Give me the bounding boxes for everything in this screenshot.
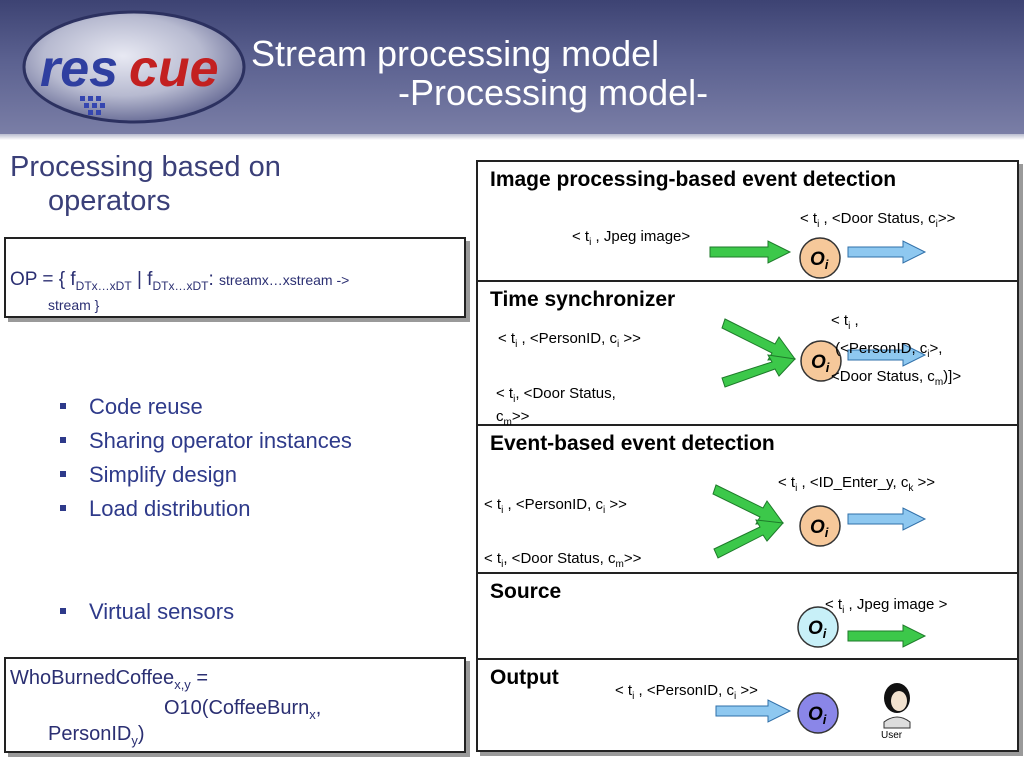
operator-node: Oi [797, 692, 839, 734]
panel-diagram: Oi [715, 692, 839, 734]
who-line3: PersonIDy) [48, 723, 145, 748]
input-arrow-upper [712, 484, 784, 525]
panel-title: Output [490, 666, 559, 689]
output-label: < ti , <ID_Enter_y, ck >> [778, 474, 936, 494]
panel-diagram: Oi [712, 484, 927, 559]
op-definition-line1: OP = { fDTx…xDT | fDTx…xDT: streamx…xstr… [10, 269, 350, 293]
panel-image-processing: Image processing-based event detection O… [478, 162, 1017, 282]
svg-text:Oi: Oi [808, 618, 827, 641]
svg-text:res: res [40, 40, 118, 98]
svg-text:cue: cue [129, 40, 219, 98]
header-shadow [0, 134, 1024, 140]
virtual-sensor-example-box: WhoBurnedCoffeex,y = O10(CoffeeBurnx, Pe… [4, 657, 466, 753]
svg-text:Oi: Oi [811, 352, 830, 375]
input-label-person: < ti , <PersonID, ci >> [498, 330, 641, 350]
panel-title: Time synchronizer [490, 288, 676, 311]
operator-node: Oi [799, 505, 841, 547]
operator-node: Oi [797, 606, 839, 648]
panel-title: Image processing-based event detection [490, 168, 897, 191]
output-arrow [847, 624, 927, 648]
header-banner: res cue Stream processing model -Process… [0, 0, 1024, 134]
output-arrow [847, 343, 927, 367]
panel-title: Source [490, 580, 562, 603]
input-label-door: < ti, <Door Status,cm>> [496, 385, 616, 428]
input-label-person: < ti , <PersonID, ci >> [484, 496, 627, 516]
input-arrow-lower [721, 354, 797, 388]
op-definition-box: OP = { fDTx…xDT | fDTx…xDT: streamx…xstr… [4, 237, 466, 318]
panel-title: Event-based event detection [490, 432, 775, 455]
bullet-virtual-sensors: Virtual sensors [60, 599, 234, 625]
rescue-logo: res cue [22, 10, 246, 124]
operator-node: Oi [799, 237, 841, 279]
section-heading: Processing based on operators [10, 150, 450, 218]
svg-text:Oi: Oi [810, 517, 829, 540]
input-label: < ti , Jpeg image> [572, 228, 691, 248]
input-arrow [715, 699, 792, 723]
panel-event-based-detection: Event-based event detection Oi < ti , <P… [478, 426, 1017, 574]
panel-source: Source Oi < ti , Jpeg image > [478, 574, 1017, 660]
bullet-load-distribution: Load distribution [60, 496, 250, 522]
section-heading-line1: Processing based on [10, 151, 281, 183]
panel-diagram: Oi [709, 237, 927, 279]
output-label: < ti , <Door Status, ci>> [800, 210, 956, 230]
user-icon: User [881, 683, 911, 740]
bullet-code-reuse: Code reuse [60, 394, 203, 420]
bullet-simplify-design: Simplify design [60, 462, 237, 488]
operator-types-stack: Image processing-based event detection O… [476, 160, 1019, 752]
input-arrow [709, 240, 792, 264]
panel-output: Output Oi < ti , <PersonID, ci >> User [478, 660, 1017, 750]
output-arrow [847, 507, 927, 531]
output-arrow [847, 240, 927, 264]
panel-diagram: Oi [797, 606, 927, 648]
who-line2: O10(CoffeeBurnx, [164, 697, 322, 722]
who-line1: WhoBurnedCoffeex,y = [10, 667, 209, 692]
panel-time-synchronizer: Time synchronizer Oi < ti , <PersonID, c… [478, 282, 1017, 428]
svg-text:Oi: Oi [808, 704, 827, 727]
input-label-door: < ti, <Door Status, cm>> [484, 550, 642, 570]
slide-title-line1: Stream processing model [251, 33, 660, 74]
op-definition-line2: stream } [48, 297, 100, 313]
input-label: < ti , <PersonID, ci >> [615, 682, 758, 702]
slide-title-line2: -Processing model- [398, 72, 709, 113]
input-arrow-upper [721, 318, 796, 361]
section-heading-line2: operators [48, 185, 171, 217]
panel-diagram: Oi [721, 318, 927, 388]
bullet-sharing-operators: Sharing operator instances [60, 428, 352, 454]
svg-text:Oi: Oi [810, 249, 829, 272]
output-label: < ti , Jpeg image > [825, 596, 948, 616]
input-arrow-lower [713, 519, 785, 559]
svg-text:User: User [881, 730, 903, 740]
output-label: < ti , (<PersonID, ci>,<Door Status, cm)… [831, 312, 962, 388]
operator-node: Oi [800, 340, 842, 382]
